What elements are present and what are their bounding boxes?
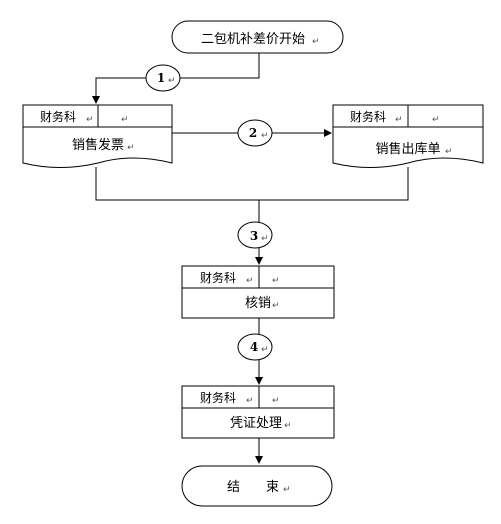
return-mark: ↵ (246, 276, 254, 286)
return-mark: ↵ (261, 131, 269, 141)
end-terminator: 结 束 ↵ (181, 465, 333, 507)
return-mark: ↵ (121, 115, 129, 125)
return-mark: ↵ (246, 396, 254, 406)
voucher-dept-label: 财务科 (200, 390, 236, 405)
step-4-marker: 4 ↵ (237, 333, 273, 361)
outbound-doc-label: 销售出库单 (375, 141, 440, 157)
step-2-number: 2 (249, 126, 257, 140)
invoice-dept-label: 财务科 (40, 109, 76, 124)
voucher-label: 凭证处理 (230, 416, 282, 431)
verify-process-box: 财务科 ↵ ↵ 核销 ↵ (181, 265, 335, 319)
return-mark: ↵ (261, 345, 269, 355)
return-mark: ↵ (127, 143, 135, 153)
step-3-marker: 3 ↵ (237, 221, 273, 249)
step-1-marker: 1 ↵ (145, 64, 181, 92)
return-mark: ↵ (272, 301, 280, 311)
merge-connector (95, 167, 409, 201)
return-mark: ↵ (445, 147, 453, 157)
return-mark: ↵ (272, 276, 280, 286)
sales-outbound-document: 财务科 ↵ ↵ 销售出库单 ↵ (332, 104, 484, 168)
return-mark: ↵ (395, 115, 403, 125)
return-mark: ↵ (284, 421, 292, 431)
return-mark: ↵ (168, 76, 176, 86)
sales-invoice-document: 财务科 ↵ ↵ 销售发票 ↵ (22, 104, 173, 168)
return-mark: ↵ (261, 234, 269, 244)
voucher-process-box: 财务科 ↵ ↵ 凭证处理 ↵ (181, 385, 335, 439)
return-mark: ↵ (272, 396, 280, 406)
end-label: 结 束 (227, 480, 279, 495)
verify-label: 核销 (245, 296, 271, 311)
outbound-dept-label: 财务科 (350, 109, 386, 124)
step-4-number: 4 (250, 340, 258, 354)
return-mark: ↵ (312, 37, 320, 47)
verify-dept-label: 财务科 (200, 270, 236, 285)
return-mark: ↵ (86, 115, 94, 125)
step-1-number: 1 (157, 71, 165, 85)
start-terminator: 二包机补差价开始 ↵ (171, 20, 344, 54)
step-2-marker: 2 ↵ (237, 119, 273, 147)
invoice-doc-label: 销售发票 (72, 137, 124, 153)
return-mark: ↵ (432, 115, 440, 125)
step-3-number: 3 (250, 229, 258, 243)
return-mark: ↵ (283, 485, 291, 495)
start-label: 二包机补差价开始 (201, 32, 305, 47)
